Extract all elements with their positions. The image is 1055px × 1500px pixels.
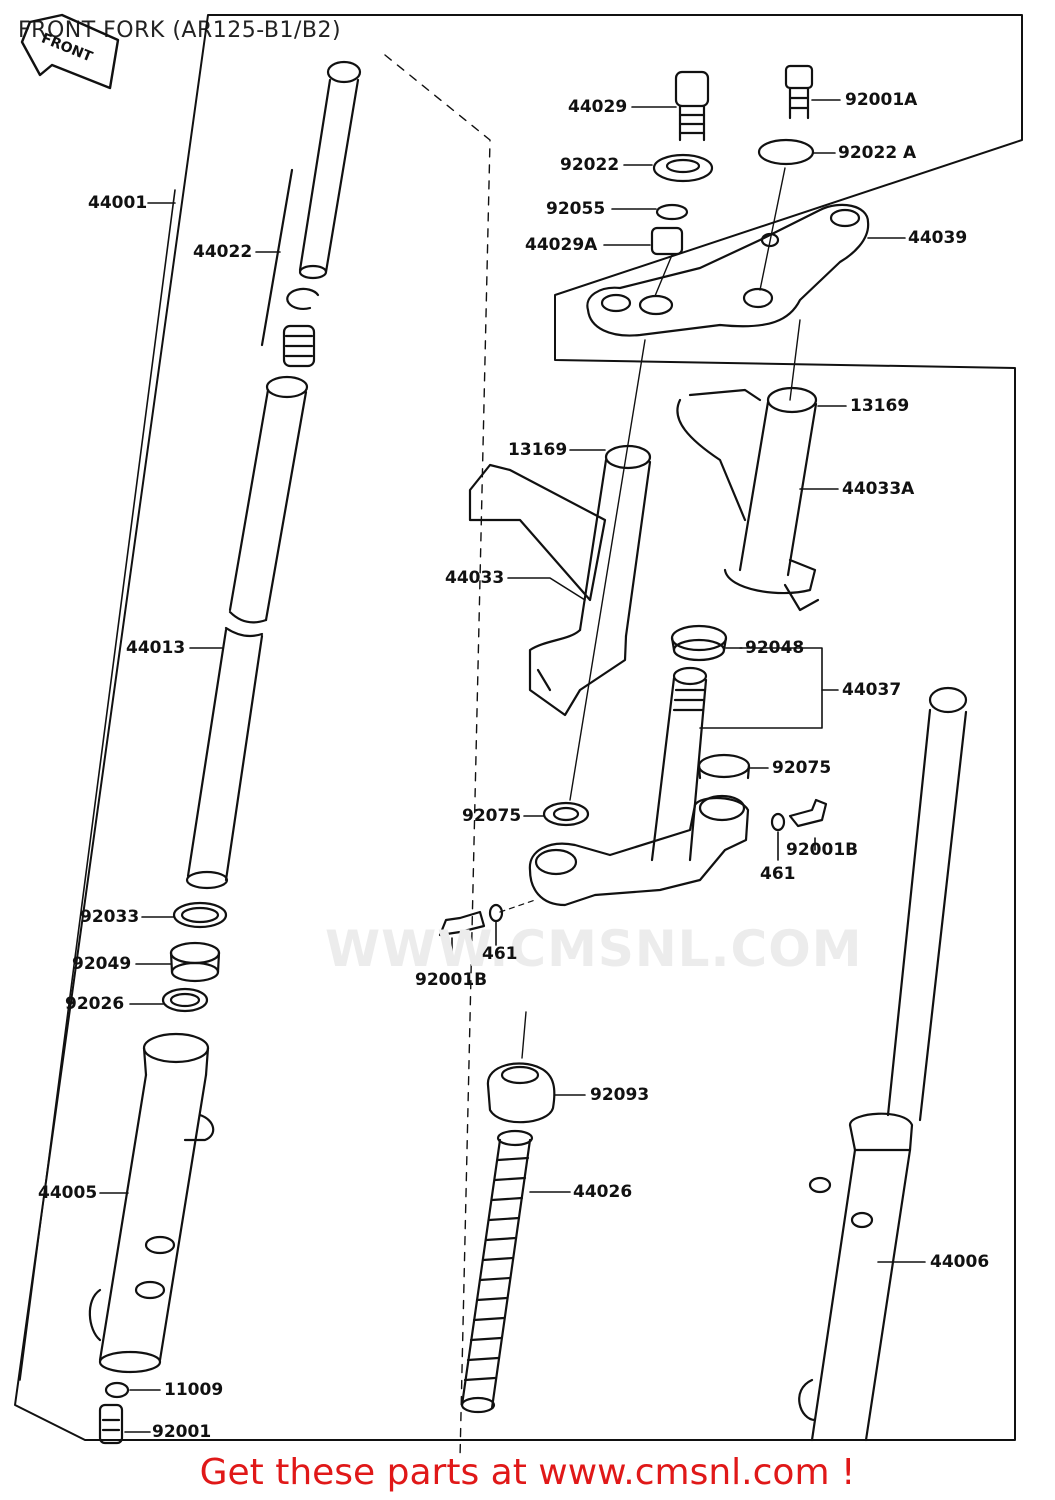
part-label-44001[interactable]: 44001	[88, 193, 148, 213]
part-label-44006[interactable]: 44006	[930, 1252, 990, 1272]
part-label-44033[interactable]: 44033	[445, 568, 505, 588]
watermark-text: WWW.CMSNL.COM	[325, 920, 863, 978]
part-label-92033[interactable]: 92033	[80, 907, 140, 927]
part-label-44037[interactable]: 44037	[842, 680, 902, 700]
part-label-92026[interactable]: 92026	[65, 994, 125, 1014]
part-label-13169-right[interactable]: 13169	[850, 396, 910, 416]
diagram-title: FRONT FORK (AR125-B1/B2)	[18, 18, 342, 43]
part-label-92022A[interactable]: 92022 A	[838, 143, 917, 163]
part-label-44005[interactable]: 44005	[38, 1183, 98, 1203]
part-label-461-right[interactable]: 461	[760, 864, 796, 884]
part-label-92093[interactable]: 92093	[590, 1085, 650, 1105]
part-label-92075-right[interactable]: 92075	[772, 758, 832, 778]
part-label-13169-left[interactable]: 13169	[508, 440, 568, 460]
promo-link[interactable]: Get these parts at www.cmsnl.com !	[199, 1452, 856, 1493]
part-label-44039[interactable]: 44039	[908, 228, 968, 248]
part-label-92075-left[interactable]: 92075	[462, 806, 522, 826]
part-label-44026[interactable]: 44026	[573, 1182, 633, 1202]
part-label-92055[interactable]: 92055	[546, 199, 606, 219]
part-label-44022[interactable]: 44022	[193, 242, 253, 262]
part-label-92001A[interactable]: 92001A	[845, 90, 918, 110]
part-label-44033A[interactable]: 44033A	[842, 479, 915, 499]
part-label-44013[interactable]: 44013	[126, 638, 186, 658]
part-label-461-left[interactable]: 461	[482, 944, 518, 964]
part-label-11009[interactable]: 11009	[164, 1380, 224, 1400]
part-label-44029A[interactable]: 44029A	[525, 235, 598, 255]
part-label-92001[interactable]: 92001	[152, 1422, 212, 1442]
part-label-92001B-left[interactable]: 92001B	[415, 970, 488, 990]
part-label-92048[interactable]: 92048	[745, 638, 805, 658]
part-label-92049[interactable]: 92049	[72, 954, 132, 974]
part-label-92022[interactable]: 92022	[560, 155, 620, 175]
part-label-44029[interactable]: 44029	[568, 97, 628, 117]
part-label-92001B-right[interactable]: 92001B	[786, 840, 859, 860]
